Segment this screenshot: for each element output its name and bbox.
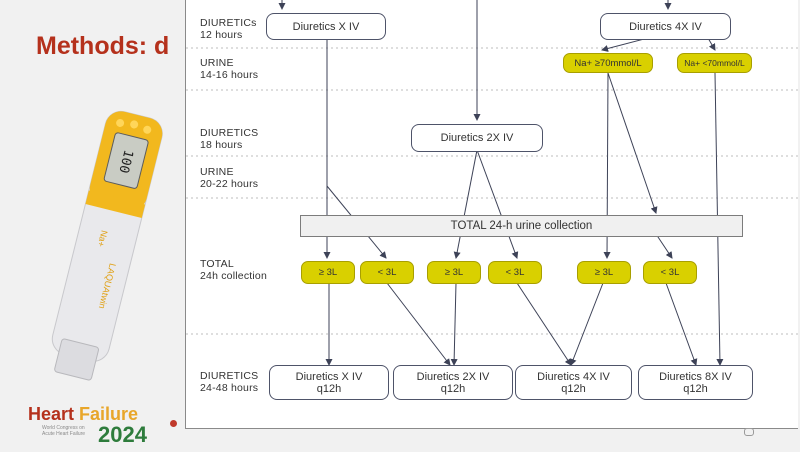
- box-diuretics-4x-start: Diuretics 4X IV: [600, 13, 731, 40]
- slide-title: Methods: d: [36, 32, 170, 60]
- logo-failure-text: Failure: [79, 404, 139, 424]
- flowchart-connectors: [186, 0, 798, 366]
- slide-corner-icon: [744, 428, 754, 436]
- red-dot-icon: [170, 420, 177, 427]
- pill-volume-ge3l: ≥ 3L: [427, 261, 481, 284]
- logo-subtitle: World Congress on Acute Heart Failure: [42, 425, 86, 437]
- pill-sodium-high: Na+ ≥70mmol/L: [563, 53, 653, 73]
- pill-volume-lt3l: < 3L: [488, 261, 542, 284]
- device-ion-label: Na+: [96, 229, 110, 248]
- box-diuretics-2x-mid: Diuretics 2X IV: [411, 124, 543, 152]
- heart-failure-2024-logo: Heart Failure World Congress on Acute He…: [28, 404, 188, 450]
- row-dividers: [186, 47, 798, 335]
- device-display-value: 100: [115, 148, 135, 174]
- pill-volume-ge3l: ≥ 3L: [301, 261, 355, 284]
- pill-volume-lt3l: < 3L: [360, 261, 414, 284]
- pill-volume-lt3l: < 3L: [643, 261, 697, 284]
- sodium-meter-image: 100 Na+ LAQUAtwin: [51, 110, 163, 381]
- pill-volume-ge3l: ≥ 3L: [577, 261, 631, 284]
- collection-bar: TOTAL 24-h urine collection: [300, 215, 743, 237]
- logo-heart-text: Heart: [28, 404, 75, 424]
- logo-year: 2024: [98, 422, 147, 447]
- box-diuretics-x-start: Diuretics X IV: [266, 13, 386, 40]
- pill-sodium-low: Na+ <70mmol/L: [677, 53, 752, 73]
